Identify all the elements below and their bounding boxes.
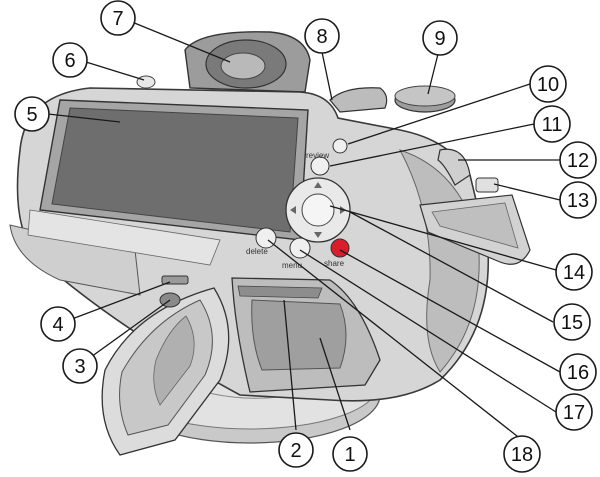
diopter-button[interactable] — [136, 75, 156, 89]
review-button[interactable] — [310, 156, 330, 176]
share-button[interactable] — [330, 238, 350, 258]
callout-11: 11 — [533, 105, 571, 143]
lcd-screen — [39, 99, 309, 241]
menu-label: menu — [282, 261, 302, 270]
callouts: 1 2 3 4 5 6 7 8 9 10 11 12 13 14 15 16 1… — [14, 0, 597, 473]
callout-12: 12 — [559, 141, 597, 179]
callout-number: 1 — [344, 444, 355, 466]
battery-compartment — [231, 277, 381, 393]
callout-5: 5 — [14, 96, 50, 132]
strap-eyelet — [437, 148, 499, 193]
callout-2: 2 — [278, 432, 314, 468]
usb-door[interactable] — [419, 194, 531, 265]
callout-6: 6 — [52, 42, 88, 78]
callout-13: 13 — [559, 181, 597, 219]
callout-number: 3 — [74, 356, 85, 378]
callout-3: 3 — [62, 348, 98, 384]
callout-number: 18 — [511, 444, 533, 466]
viewfinder — [184, 31, 311, 93]
callout-8: 8 — [304, 18, 340, 54]
callout-4: 4 — [40, 306, 76, 342]
callout-number: 2 — [290, 440, 301, 462]
callout-1: 1 — [332, 436, 368, 472]
callout-number: 9 — [434, 28, 445, 50]
control-buttons: review delete menu share — [246, 138, 351, 270]
callout-17: 17 — [555, 393, 593, 431]
delete-button[interactable] — [255, 227, 277, 249]
callout-number: 7 — [112, 8, 123, 30]
share-label: share — [324, 259, 345, 268]
callout-number: 12 — [567, 150, 589, 172]
callout-number: 17 — [563, 402, 585, 424]
callout-number: 14 — [563, 262, 585, 284]
callout-14: 14 — [555, 253, 593, 291]
callout-number: 4 — [52, 314, 63, 336]
callout-number: 11 — [542, 114, 563, 136]
callout-number: 13 — [567, 190, 589, 212]
callout-number: 6 — [64, 50, 75, 72]
review-label: review — [306, 151, 329, 160]
callout-18: 18 — [503, 435, 541, 473]
callout-16: 16 — [559, 353, 597, 391]
callout-7: 7 — [100, 0, 136, 36]
dock-connector — [161, 275, 189, 285]
callout-number: 10 — [537, 74, 559, 96]
top-dials — [329, 85, 456, 113]
callout-number: 16 — [567, 362, 589, 384]
leader-lines — [47, 21, 561, 441]
callout-10: 10 — [529, 65, 567, 103]
callout-number: 8 — [316, 26, 327, 48]
callout-9: 9 — [422, 20, 458, 56]
ok-button[interactable] — [301, 193, 335, 227]
callout-number: 5 — [26, 104, 37, 126]
flash-button[interactable] — [332, 138, 348, 154]
battery-door[interactable] — [101, 287, 230, 456]
callout-number: 15 — [561, 312, 583, 334]
callout-15: 15 — [553, 303, 591, 341]
delete-label: delete — [246, 247, 268, 256]
